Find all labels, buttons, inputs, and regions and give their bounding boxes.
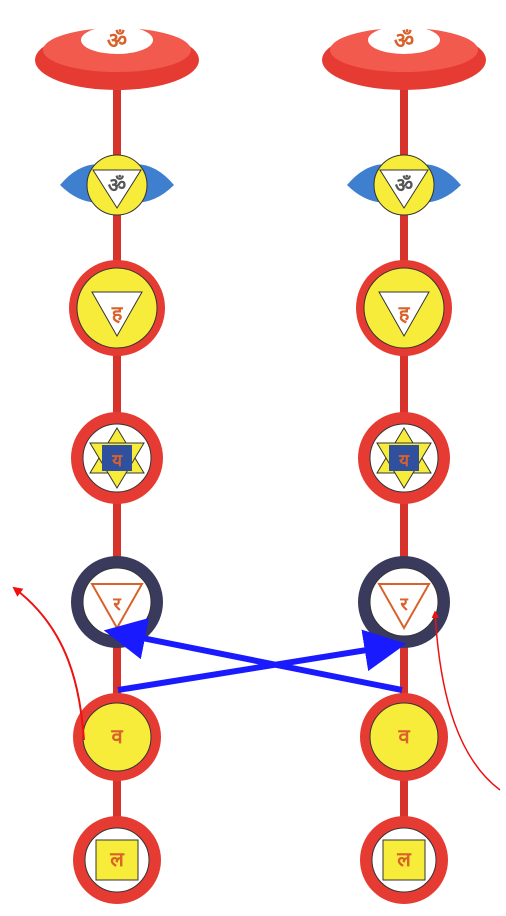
sacral-syllable-right: व [397, 724, 410, 748]
crown-syllable-left: ॐ [107, 29, 127, 54]
crown-chakra-left: ॐ [35, 26, 199, 90]
heart-syllable-right: य [398, 451, 410, 471]
third-eye-chakra-left: ॐ [60, 154, 174, 216]
root-syllable-right: ल [396, 847, 412, 871]
curve-arrow-right-upward [431, 610, 501, 791]
sacral-syllable-left: व [110, 724, 123, 748]
cross-arrow-left-to-right [117, 629, 407, 693]
sacral-chakra-left: व [73, 693, 161, 781]
root-chakra-right: ल [360, 816, 448, 904]
throat-syllable-right: ह [398, 301, 411, 325]
heart-chakra-right: य [358, 412, 450, 504]
solar-plexus-chakra-right: र [358, 556, 450, 648]
solar-plexus-syllable-right: र [399, 594, 408, 615]
throat-chakra-right: ह [356, 260, 452, 356]
root-syllable-left: ल [109, 847, 125, 871]
heart-chakra-left: य [71, 412, 163, 504]
third-eye-syllable-left: ॐ [108, 173, 126, 197]
throat-syllable-left: ह [111, 301, 124, 325]
chakra-column-right: ॐ ॐ ह य र [322, 26, 486, 904]
third-eye-syllable-right: ॐ [395, 173, 413, 197]
throat-chakra-left: ह [69, 260, 165, 356]
crown-syllable-right: ॐ [394, 29, 414, 54]
root-chakra-left: ल [73, 816, 161, 904]
chakra-column-left: ॐ ॐ ह य र [35, 26, 199, 904]
third-eye-chakra-right: ॐ [347, 154, 461, 216]
cross-arrow-right-to-left [103, 617, 403, 693]
crown-chakra-right: ॐ [322, 26, 486, 90]
solar-plexus-syllable-left: र [112, 594, 121, 615]
sacral-chakra-right: व [360, 693, 448, 781]
heart-syllable-left: य [111, 451, 123, 471]
curve-arrow-left-upward [12, 586, 85, 741]
